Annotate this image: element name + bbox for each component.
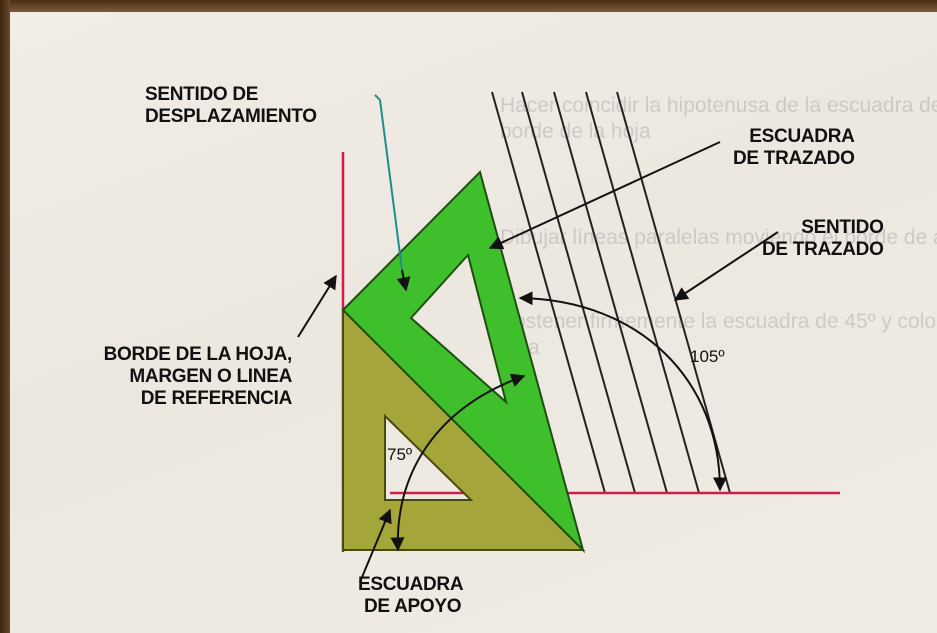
label-escuadra-trazado-line-1: ESCUADRA: [749, 126, 855, 147]
angle-label-75: 75º: [387, 445, 413, 464]
angle-label-105: 105º: [690, 347, 725, 366]
photo-frame-top: [0, 0, 937, 12]
label-escuadra-trazado-line-2: DE TRAZADO: [733, 148, 855, 169]
label-escuadra-apoyo-line-2: DE APOYO: [364, 596, 462, 617]
label-sentido-trazado: SENTIDO DE TRAZADO: [762, 217, 884, 261]
parallel-line-3: [553, 91, 668, 494]
ghost-text-line-1: Hacer coincidir la hipotenusa de la escu…: [500, 94, 937, 117]
leader-borde-hoja: [297, 274, 337, 338]
leader-sentido-desplazamiento: [374, 94, 405, 286]
label-escuadra-trazado: ESCUADRA DE TRAZADO: [733, 126, 855, 170]
label-borde-hoja-line-2: MARGEN O LINEA: [129, 366, 292, 387]
leader-sentido-desplazamiento-tip: [396, 269, 411, 292]
parallel-line-4: [585, 91, 700, 494]
angle-arc-105: [518, 291, 727, 492]
leader-sentido-trazado: [673, 231, 779, 301]
leader-escuadra-trazado: [488, 141, 721, 250]
label-sentido-desplazamiento-line-2: DESPLAZAMIENTO: [145, 106, 317, 127]
label-sentido-desplazamiento-line-1: SENTIDO DE: [145, 84, 259, 105]
label-sentido-trazado-line-1: SENTIDO: [801, 217, 884, 238]
label-borde-hoja-line-3: DE REFERENCIA: [140, 388, 293, 409]
label-borde-hoja: BORDE DE LA HOJA, MARGEN O LINEA DE REFE…: [36, 344, 293, 410]
label-borde-hoja-line-1: BORDE DE LA HOJA,: [103, 344, 293, 365]
label-escuadra-apoyo: ESCUADRA DE APOYO: [358, 574, 464, 618]
label-sentido-trazado-line-2: DE TRAZADO: [762, 239, 884, 260]
leader-escuadra-apoyo: [359, 508, 392, 583]
ghost-text-line-3: Dibujar líneas paralelas moviendo el bor…: [500, 226, 937, 249]
ghost-text-line-2: borde de la hoja: [500, 120, 651, 143]
label-sentido-desplazamiento: SENTIDO DE DESPLAZAMIENTO: [145, 84, 317, 128]
angle-arc-75: [390, 373, 526, 552]
photo-frame-left: [0, 0, 10, 633]
label-escuadra-apoyo-line-1: ESCUADRA: [358, 574, 464, 595]
